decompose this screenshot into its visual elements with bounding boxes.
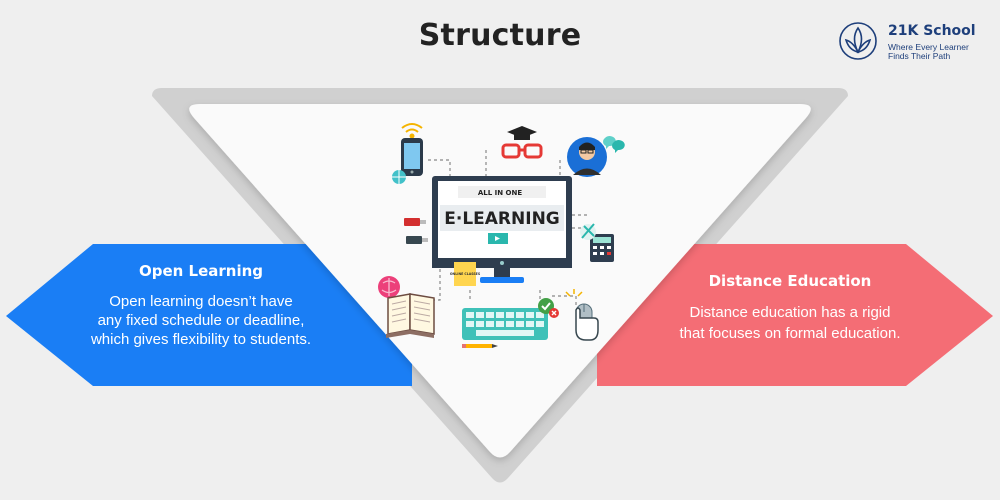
school-logo: 21K School Where Every Learner Finds The… [838,20,998,64]
open-learning-line-1: Open learning doesn’t have [109,293,293,310]
graduation-cap-icon [507,126,537,140]
distance-education-heading: Distance Education [708,272,872,290]
computer-monitor [432,176,572,283]
distance-education-line-2: that focuses on formal education. [679,325,901,342]
close-icon [549,308,559,318]
teacher-avatar-icon [567,137,607,177]
open-book-icon [386,293,435,338]
school-tagline: Where Every Learner Finds Their Path [888,43,969,61]
sticky-note [454,262,476,286]
pencil-icon [462,344,498,348]
distance-education-arrow [597,244,993,386]
keyboard-icon [462,308,548,340]
smartphone-icon [401,138,423,176]
elearning-illustration: ALL IN ONE E·LEARNING [378,123,625,348]
school-name: 21K School [888,23,976,39]
open-learning-panel: Open Learning Open learning doesn’t have… [76,262,326,349]
chat-bubble-icon [603,136,625,153]
page-title: Structure [418,18,582,53]
distance-education-description: Distance education has a rigid that focu… [665,302,915,344]
drawing-tools-icon [580,223,596,240]
wifi-icon [401,123,423,139]
usb-drive-icon [404,218,428,244]
tagline-line-2: Finds Their Path [888,51,951,61]
sparkle-icon [565,289,583,297]
open-learning-heading: Open Learning [138,262,264,280]
distance-education-line-1: Distance education has a rigid [689,304,891,321]
open-learning-line-2: any fixed schedule or deadline, [97,312,305,329]
open-learning-description: Open learning doesn’t have any fixed sch… [76,292,326,349]
brain-icon [378,276,400,298]
calculator-icon [590,234,614,262]
open-learning-line-3: which gives flexibility to students. [90,331,312,348]
sticky-note-text: ONLINE CLASSES [450,272,481,276]
monitor-top-text: ALL IN ONE [478,189,522,197]
monitor-main-text: E·LEARNING [444,209,560,229]
open-learning-arrow [6,244,412,386]
globe-icon [392,170,406,184]
pointing-hand-icon [575,307,599,341]
tagline-line-1: Where Every Learner [888,42,969,52]
distance-education-panel: Distance Education Distance education ha… [665,272,915,344]
glasses-icon [501,143,543,159]
lotus-logo-icon [839,22,877,60]
